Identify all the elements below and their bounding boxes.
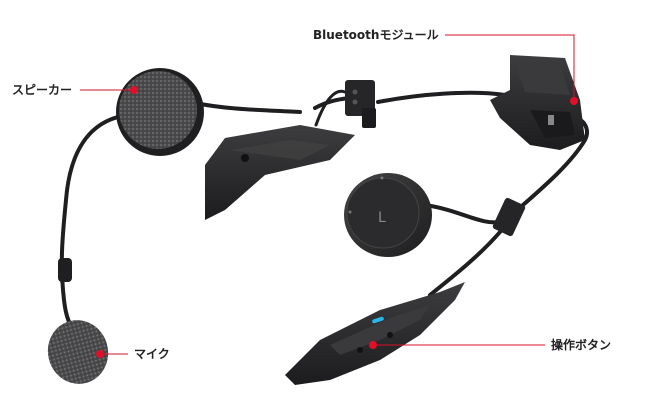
svg-text:L: L	[378, 210, 386, 226]
cable-connector-right	[492, 197, 526, 237]
clamp-plate-left	[205, 125, 355, 220]
cables	[59, 89, 589, 332]
callout-lines	[80, 34, 575, 355]
microphone	[47, 258, 109, 384]
callout-dots	[96, 86, 578, 358]
label-buttons: 操作ボタン	[551, 338, 612, 352]
button-unit	[285, 282, 465, 385]
label-speaker: スピーカー	[12, 83, 73, 97]
label-bluetooth-module: Bluetoothモジュール	[313, 28, 439, 42]
status-led	[372, 316, 384, 324]
label-mic: マイク	[134, 347, 170, 361]
speaker-left	[116, 68, 204, 156]
cable-connector	[345, 80, 376, 128]
bluetooth-module-body	[490, 55, 585, 150]
speaker-right: L	[344, 173, 432, 257]
